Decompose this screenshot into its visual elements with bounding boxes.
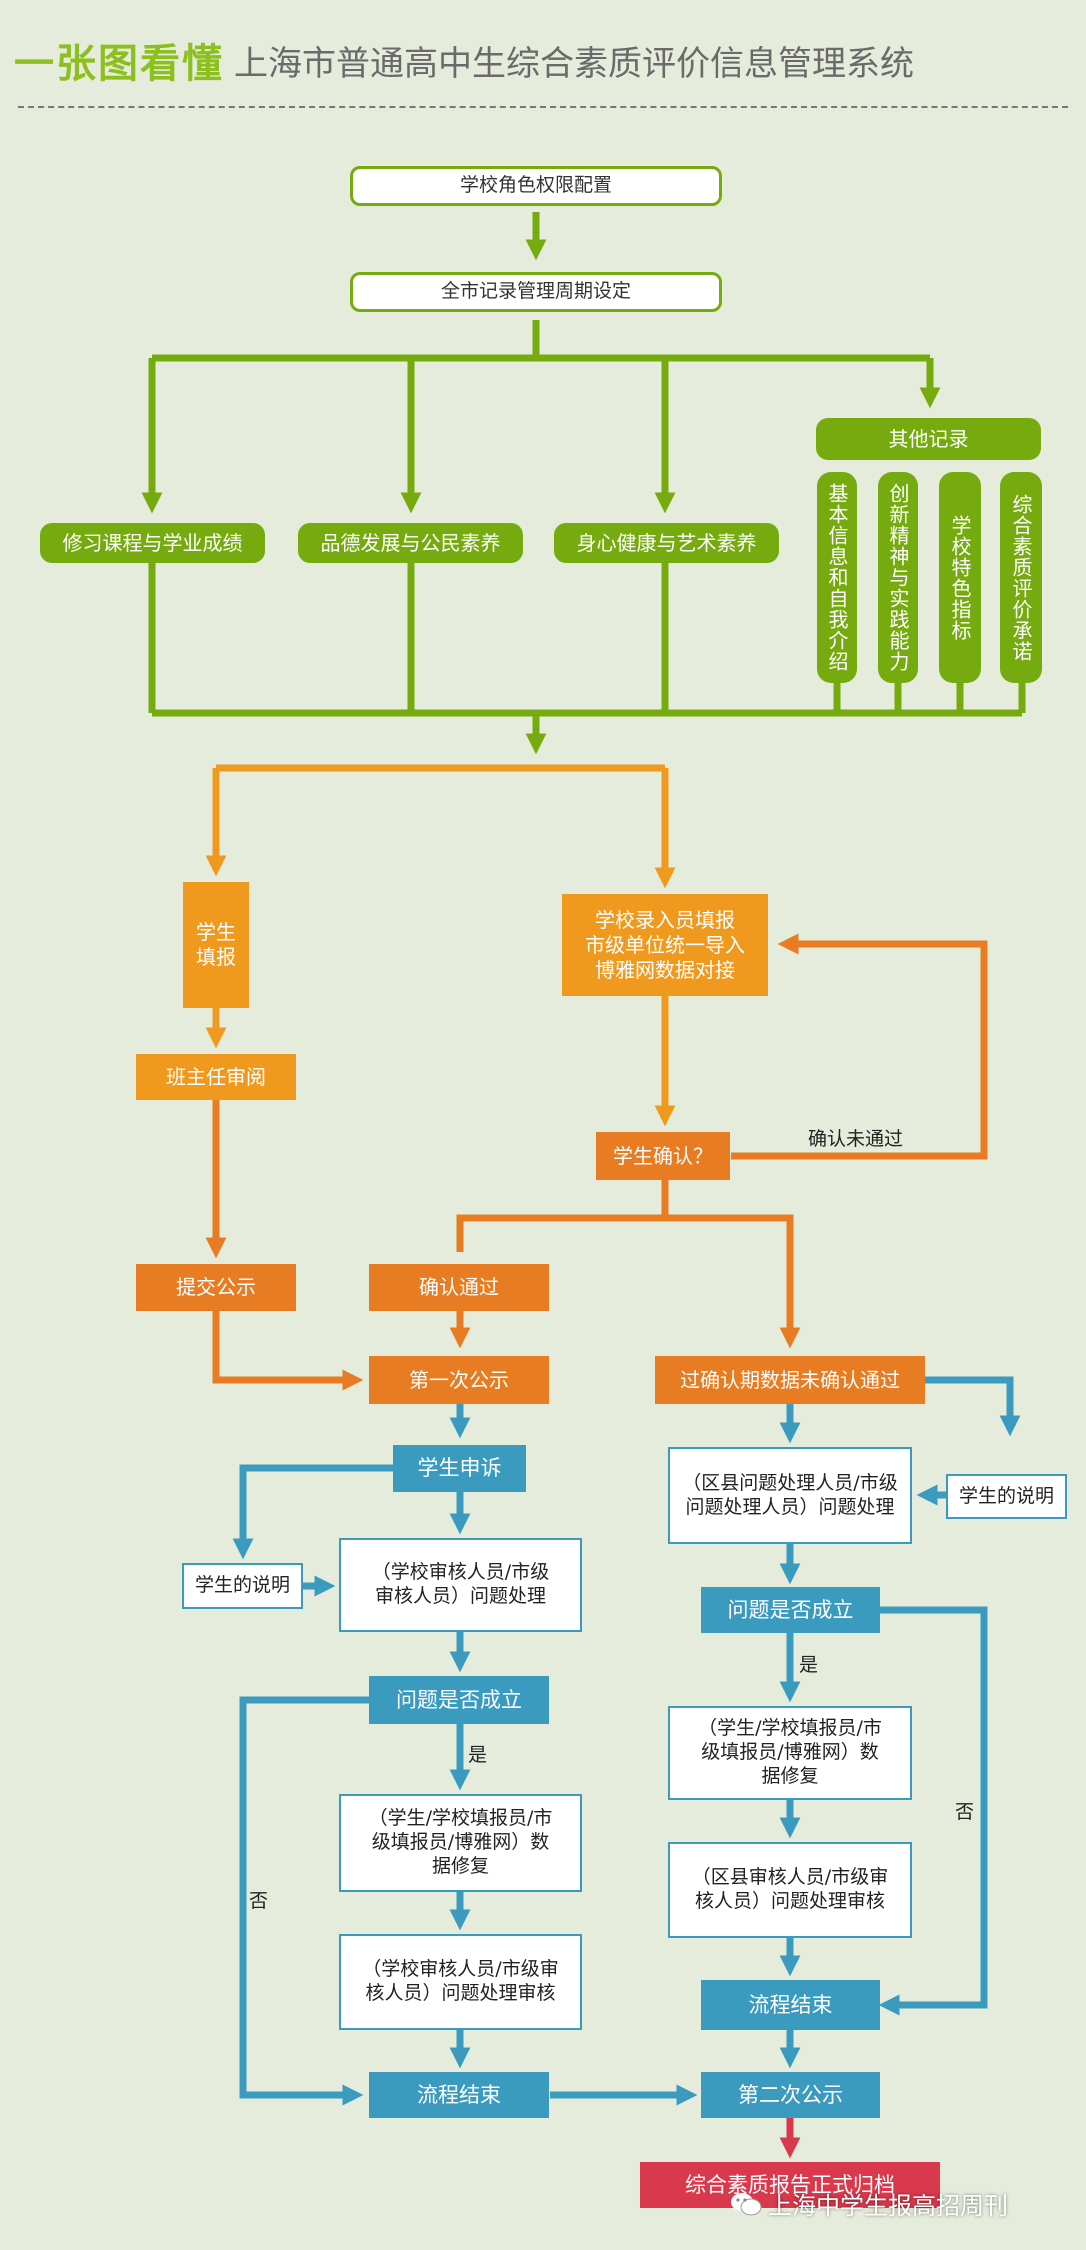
- node-student-fill: 学生 填报: [183, 882, 249, 1008]
- node-course: 修习课程与学业成绩: [40, 523, 265, 563]
- node-repair-left: （学生/学校填报员/市 级填报员/博雅网）数 据修复: [339, 1794, 582, 1892]
- node-other-item: 创新精神与实践能力: [878, 472, 918, 683]
- node-district-handle: （区县问题处理人员/市级 问题处理人员）问题处理: [668, 1447, 912, 1544]
- node-other-item: 综合素质评价承诺: [1000, 472, 1042, 683]
- watermark-text: 上海中学生报高招周刊: [768, 2192, 1008, 2220]
- node-note-right: 学生的说明: [946, 1474, 1067, 1519]
- node-end-left: 流程结束: [369, 2072, 549, 2118]
- label-not-passed: 确认未通过: [808, 1128, 904, 1150]
- node-health: 身心健康与艺术素养: [554, 523, 779, 563]
- node-repair-right: （学生/学校填报员/市 级填报员/博雅网）数 据修复: [668, 1706, 912, 1800]
- node-morality: 品德发展与公民素养: [298, 523, 523, 563]
- label-yes-left: 是: [468, 1744, 488, 1766]
- page-header: 一张图看懂 上海市普通高中生综合素质评价信息管理系统: [14, 30, 914, 90]
- node-student-confirm: 学生确认？: [596, 1132, 730, 1180]
- page-title: 上海市普通高中生综合素质评价信息管理系统: [234, 43, 914, 84]
- label-no-left: 否: [249, 1890, 269, 1912]
- node-second-public: 第二次公示: [701, 2072, 880, 2118]
- node-cycle-setting: 全市记录管理周期设定: [350, 272, 722, 312]
- node-school-fill: 学校录入员填报 市级单位统一导入 博雅网数据对接: [562, 894, 768, 996]
- node-other-item: 基本信息和自我介绍: [817, 472, 857, 683]
- node-other-item: 学校特色指标: [939, 472, 981, 683]
- node-review-audit-left: （学校审核人员/市级审 核人员）问题处理审核: [339, 1934, 582, 2030]
- node-role-config: 学校角色权限配置: [350, 166, 722, 206]
- node-teacher-review: 班主任审阅: [136, 1054, 296, 1100]
- node-issue-left: 问题是否成立: [369, 1676, 549, 1724]
- node-first-public: 第一次公示: [369, 1356, 549, 1404]
- brand-title: 一张图看懂: [14, 41, 224, 87]
- node-school-review-left: （学校审核人员/市级 审核人员）问题处理: [339, 1538, 582, 1632]
- node-appeal: 学生申诉: [393, 1445, 526, 1492]
- label-yes-right: 是: [799, 1654, 819, 1676]
- node-issue-right: 问题是否成立: [701, 1587, 880, 1633]
- node-note-left: 学生的说明: [182, 1563, 303, 1609]
- header-divider: [18, 106, 1068, 108]
- wechat-icon: [730, 2191, 762, 2217]
- node-archive: 综合素质报告正式归档: [640, 2162, 940, 2208]
- node-confirm-pass: 确认通过: [369, 1264, 549, 1311]
- node-district-audit: （区县审核人员/市级审 核人员）问题处理审核: [668, 1842, 912, 1938]
- label-no-right: 否: [955, 1801, 975, 1823]
- node-overdue: 过确认期数据未确认通过: [655, 1356, 925, 1404]
- watermark: 上海中学生报高招周刊: [730, 2186, 1008, 2221]
- node-end-right: 流程结束: [701, 1980, 880, 2030]
- node-other-records: 其他记录: [816, 418, 1041, 460]
- node-submit-public: 提交公示: [136, 1264, 296, 1311]
